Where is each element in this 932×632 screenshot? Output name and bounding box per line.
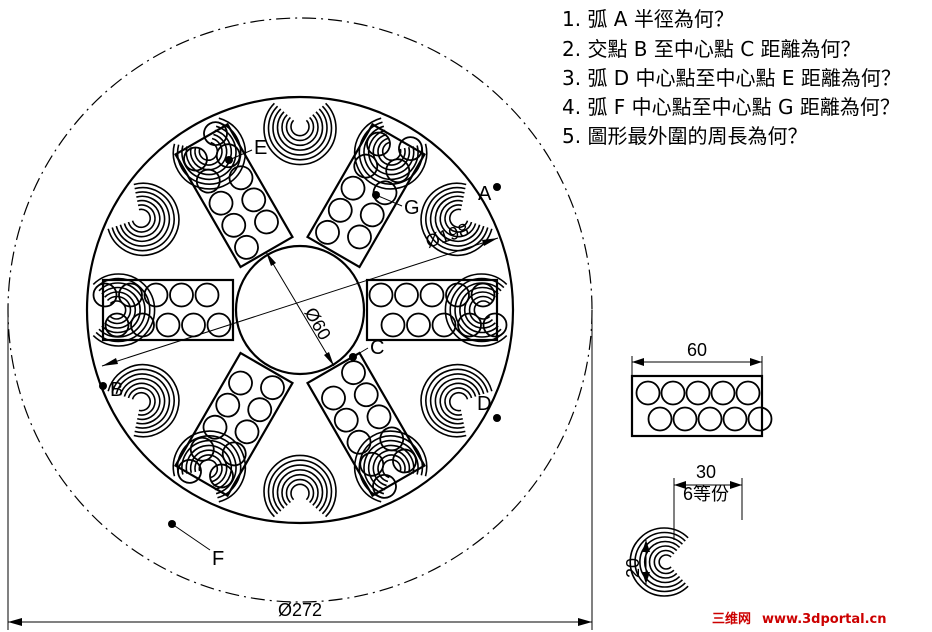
detail-slot: 60 [630,340,773,438]
question-list: 1. 弧 A 半徑為何？ 2. 交點 B 至中心點 C 距離為何？ 3. 弧 D… [562,7,901,148]
slot-3 [174,351,294,498]
detail-slot-length: 60 [687,340,707,360]
question-3: 3. 弧 D 中心點至中心點 E 距離為何？ [562,66,901,90]
arc-fan-11 [107,182,180,257]
detail-arc-height: 20 [623,558,643,578]
point-labels: A B C D E F G [99,137,501,570]
label-b: B [110,379,123,401]
slot-4 [92,278,235,342]
label-e: E [254,137,267,159]
arc-fan-9 [107,363,180,438]
arc-fan-5 [420,363,493,438]
hub-circle [234,244,366,376]
arc-fan-group [92,102,508,518]
slot-2 [306,351,426,499]
label-g: G [404,197,420,219]
detail-arc-div: 6等份 [683,484,729,504]
body-circle [85,95,515,525]
question-1: 1. 弧 A 半徑為何？ [562,7,734,31]
label-d: D [477,393,491,415]
label-c: C [370,337,384,359]
arc-fan-1 [263,102,337,166]
arc-fan-4 [444,273,508,347]
watermark: 三维网 www.3dportal.cn [712,611,886,627]
arc-fan-8 [172,430,247,503]
arc-fan-12 [172,117,247,190]
detail-arc-width: 30 [696,462,716,482]
question-4: 4. 弧 F 中心點至中心點 G 距離為何？ [562,95,900,119]
watermark-cn: 三维网 [712,611,751,627]
label-a: A [478,183,492,205]
arc-fan-10 [92,273,156,347]
dim-outer-text: Ø272 [278,600,322,620]
arc-fan-2 [353,117,428,190]
question-2: 2. 交點 B 至中心點 C 距離為何？ [562,37,861,61]
watermark-url: www.3dportal.cn [762,612,886,627]
detail-arc-fan: 30 6等份 20 [623,462,743,597]
label-f: F [212,548,224,570]
slot-6 [306,122,426,269]
dim-outer-diameter: Ø272 [7,310,593,630]
arc-fan-7 [263,454,337,518]
question-5: 5. 圖形最外圍的周長為何？ [562,124,807,148]
arc-fan-6 [353,430,428,503]
